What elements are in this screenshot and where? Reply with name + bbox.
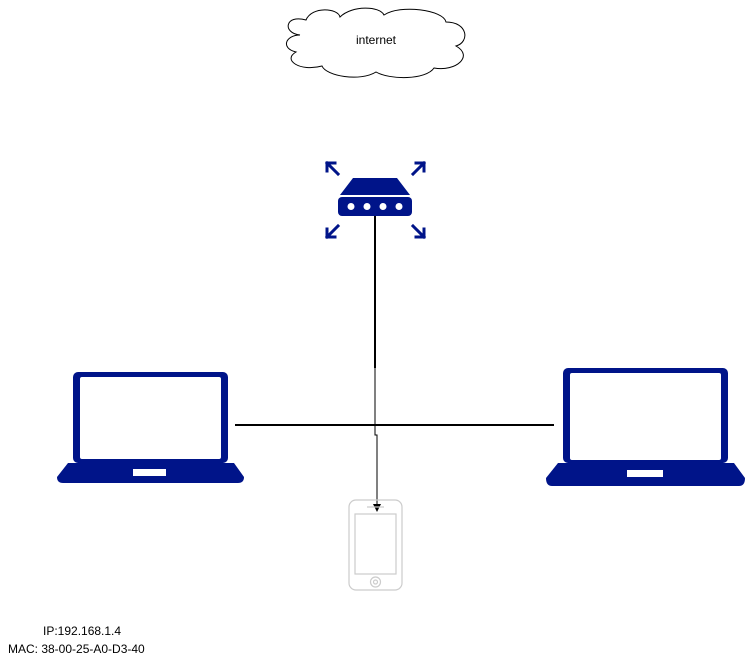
smartphone-icon[interactable] — [348, 499, 403, 591]
laptop-icon[interactable] — [57, 372, 244, 483]
cloud-label: internet — [355, 33, 397, 47]
cloud-icon[interactable] — [286, 7, 466, 79]
phone-mac-label: MAC: 38-00-25-A0-D3-40 — [8, 642, 145, 656]
phone-link — [374, 368, 378, 505]
phone-ip-label: IP:192.168.1.4 — [43, 624, 122, 638]
laptop-icon[interactable] — [546, 368, 745, 486]
router-icon[interactable] — [324, 160, 427, 240]
arrow-head — [373, 504, 381, 512]
